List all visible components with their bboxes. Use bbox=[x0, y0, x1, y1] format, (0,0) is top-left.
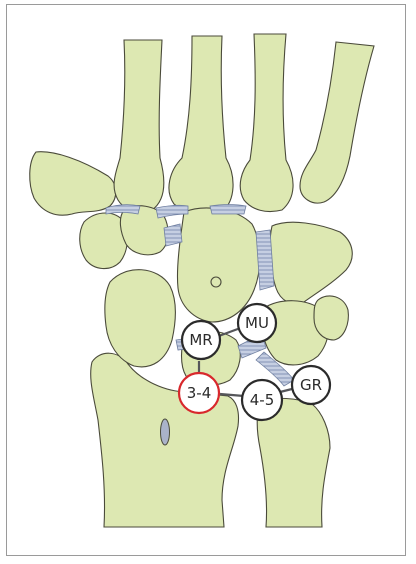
metacarpal-1 bbox=[30, 152, 116, 215]
ligament-cmc-3 bbox=[210, 205, 246, 215]
ligament-stt bbox=[164, 224, 182, 246]
metacarpal-5 bbox=[300, 42, 374, 203]
ligament-cmc-1 bbox=[106, 205, 140, 214]
scaphoid-bone bbox=[105, 270, 176, 367]
portal-mr: MR bbox=[182, 321, 220, 359]
portal-mu: MU bbox=[238, 304, 276, 342]
pisiform-bone bbox=[314, 296, 348, 340]
portal-gr-label: GR bbox=[300, 376, 322, 394]
portal-mr-label: MR bbox=[189, 331, 212, 349]
portal-4-5: 4-5 bbox=[242, 380, 282, 420]
portal-mu-label: MU bbox=[245, 314, 269, 332]
metacarpal-3 bbox=[169, 36, 233, 215]
portal-3-4-label: 3-4 bbox=[187, 384, 212, 402]
connector-45-gr bbox=[280, 389, 292, 392]
portal-4-5-label: 4-5 bbox=[250, 391, 275, 409]
metacarpal-4 bbox=[240, 34, 293, 212]
radial-notch bbox=[161, 419, 170, 445]
hamate-bone bbox=[270, 222, 352, 304]
metacarpal-2 bbox=[114, 40, 164, 212]
portal-gr: GR bbox=[292, 366, 330, 404]
portal-3-4: 3-4 bbox=[179, 373, 219, 413]
capitate-bone bbox=[177, 208, 259, 322]
